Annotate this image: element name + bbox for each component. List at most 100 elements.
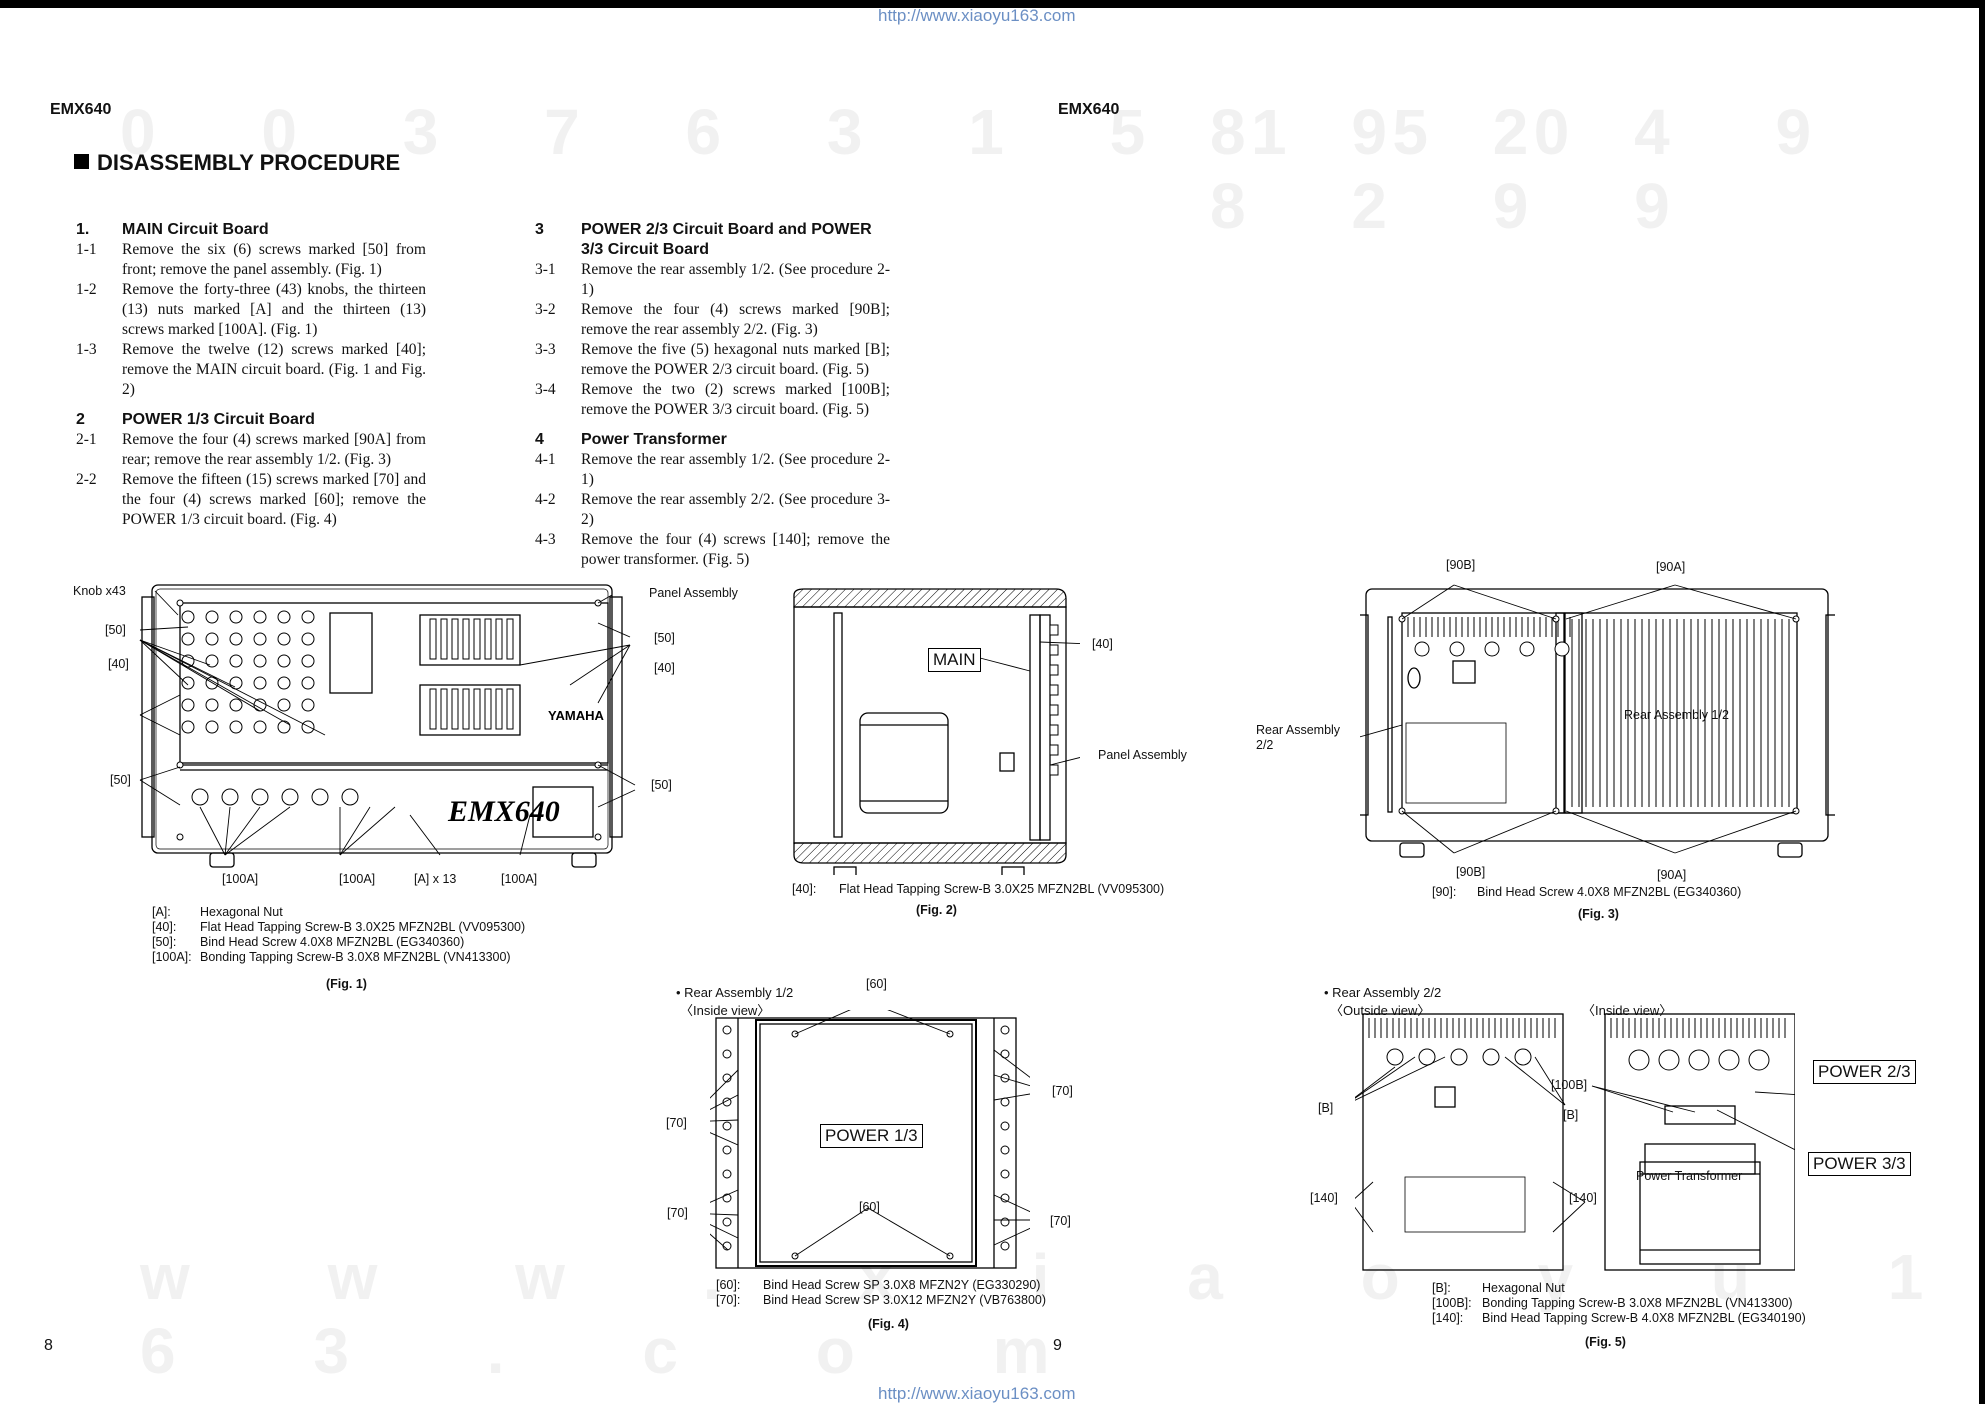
fader-icon <box>429 618 437 660</box>
fig2-caption: (Fig. 2) <box>916 903 957 917</box>
fig5-caption: (Fig. 5) <box>1585 1335 1626 1349</box>
fader-icon <box>506 618 514 660</box>
fig3-label-90a-bottom: [90A] <box>1657 868 1687 882</box>
jack-icon <box>1049 644 1059 656</box>
screw-icon <box>1000 1049 1010 1059</box>
legend-row: [90]:Bind Head Screw 4.0X8 MFZN2BL (EG34… <box>1432 885 1742 899</box>
knob-icon <box>253 632 267 646</box>
edge-mark <box>1980 1020 1985 1070</box>
fader-icon <box>484 618 492 660</box>
speaker-jack-icon <box>1482 1048 1500 1066</box>
speaker-jack-icon <box>1554 641 1570 657</box>
knob-icon <box>301 720 315 734</box>
fig5-label-power-transformer: Power Transformer <box>1636 1169 1743 1183</box>
speaker-jack-icon <box>1418 1048 1436 1066</box>
fig5-label-140: [140] <box>1310 1191 1338 1205</box>
legend-row: [60]:Bind Head Screw SP 3.0X8 MFZN2Y (EG… <box>716 1278 1041 1292</box>
fig3-rear-view-drawing <box>1360 584 1835 858</box>
fig1-mixer-front-drawing: EMX640 YAMAHA <box>139 584 636 868</box>
fader-icon <box>451 688 459 730</box>
knob-icon <box>253 720 267 734</box>
fig1-knob-grid <box>176 599 602 841</box>
knob-icon <box>253 676 267 690</box>
fader-icon <box>462 618 470 660</box>
yamaha-logo: YAMAHA <box>548 708 604 723</box>
legend-row: [B]:Hexagonal Nut <box>1432 1281 1565 1295</box>
fig1-label-a13: [A] x 13 <box>414 872 457 886</box>
knob-icon <box>277 654 291 668</box>
fig3-label-rear-assembly-2-2: Rear Assembly 2/2 <box>1256 723 1341 752</box>
fig1-label-50-right: [50] <box>654 631 675 645</box>
knob-icon <box>277 610 291 624</box>
knob-icon <box>229 632 243 646</box>
jack-icon <box>1049 724 1059 736</box>
jack-icon <box>1049 664 1059 676</box>
screw-icon <box>1000 1169 1010 1179</box>
input-jack-icon <box>251 788 269 806</box>
fader-icon <box>495 618 503 660</box>
fader-icon <box>451 618 459 660</box>
screw-icon <box>1000 1193 1010 1203</box>
screw-icon <box>1000 1121 1010 1131</box>
knob-icon <box>301 654 315 668</box>
source-url-top[interactable]: http://www.xiaoyu163.com <box>878 6 1076 25</box>
knob-icon <box>205 632 219 646</box>
knob-icon <box>277 676 291 690</box>
fig4-legend: [60]:Bind Head Screw SP 3.0X8 MFZN2Y (EG… <box>716 1278 1046 1308</box>
speaker-jack-icon <box>1484 641 1500 657</box>
terminal-icon <box>1748 1049 1770 1071</box>
fig5-title: • Rear Assembly 2/2 <box>1324 985 1442 1000</box>
fig2-main-board-label: MAIN <box>928 648 981 672</box>
fig4-label-60-lower: [60] <box>859 1200 880 1214</box>
jack-icon <box>1049 704 1059 716</box>
knob-icon <box>229 610 243 624</box>
legend-row: [40]:Flat Head Tapping Screw-B 3.0X25 MF… <box>152 920 526 934</box>
knob-icon <box>229 654 243 668</box>
knob-icon <box>229 720 243 734</box>
fader-icon <box>429 688 437 730</box>
fig5-power-2-3-label: POWER 2/3 <box>1813 1060 1916 1084</box>
jack-icon <box>1049 744 1059 756</box>
top-border <box>0 0 1985 8</box>
terminal-icon <box>1718 1049 1740 1071</box>
input-jack-icon <box>191 788 209 806</box>
fig4-label-70-right-lower: [70] <box>1050 1214 1071 1228</box>
knob-icon <box>181 610 195 624</box>
model-name-left: EMX640 <box>50 101 112 118</box>
terminal-icon <box>1688 1049 1710 1071</box>
fig3-label-90b: [90B] <box>1446 558 1476 572</box>
fig4-screws <box>722 1025 1010 1260</box>
screw-icon <box>722 1025 732 1035</box>
fig5-label-100b: [100B] <box>1551 1078 1588 1092</box>
page-number-right: 9 <box>1053 1337 1062 1354</box>
knob-icon <box>301 676 315 690</box>
fig3-label-rear-assembly-1-2: Rear Assembly 1/2 <box>1624 708 1729 722</box>
knob-icon <box>181 632 195 646</box>
knob-icon <box>301 698 315 712</box>
screw-icon <box>722 1073 732 1083</box>
fig3-grille <box>1407 617 1790 807</box>
source-url-bottom[interactable]: http://www.xiaoyu163.com <box>878 1384 1076 1403</box>
watermark-digits-left: 0 0 3 7 6 3 1 5 1 5 0 <box>120 96 1614 168</box>
fader-icon <box>506 688 514 730</box>
screw-icon <box>1000 1241 1010 1251</box>
fader-icon <box>473 688 481 730</box>
knob-icon <box>181 720 195 734</box>
fig2-label-40: [40] <box>1092 637 1113 651</box>
fig3-label-90a: [90A] <box>1656 560 1686 574</box>
screw-icon <box>1000 1145 1010 1155</box>
fig5-label-b: [B] <box>1318 1101 1334 1115</box>
screw-icon <box>1000 1025 1010 1035</box>
fig5-jacks <box>1386 1048 1770 1071</box>
jack-icon <box>1049 764 1059 776</box>
knob-icon <box>301 632 315 646</box>
fig5-power-3-3-label: POWER 3/3 <box>1808 1152 1911 1176</box>
